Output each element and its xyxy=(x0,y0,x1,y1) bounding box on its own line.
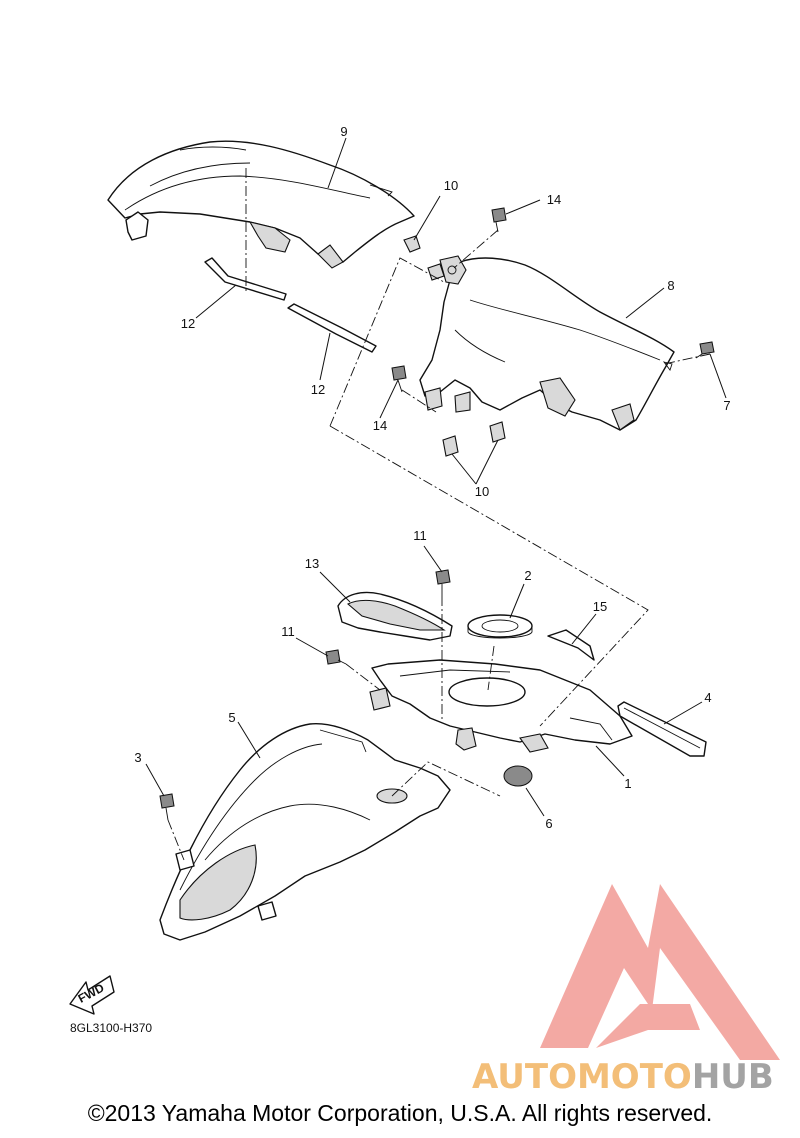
watermark-triangle-icon xyxy=(540,884,780,1060)
fasteners-upper xyxy=(391,207,715,457)
callout-8: 8 xyxy=(667,278,674,293)
callout-10: 10 xyxy=(475,484,489,499)
bolt-11-top xyxy=(435,569,451,596)
callout-9: 9 xyxy=(340,124,347,139)
assembly-lines xyxy=(167,168,711,861)
part-4-strip xyxy=(617,701,707,757)
part-8-side-cover xyxy=(419,255,675,431)
callout-15: 15 xyxy=(593,599,607,614)
callout-3: 3 xyxy=(134,750,141,765)
bolt-11-left xyxy=(325,649,347,665)
diagram-code: 8GL3100-H370 xyxy=(70,1021,152,1035)
callout-11: 11 xyxy=(281,624,295,639)
bolts-11 xyxy=(325,569,451,665)
watermark-text: AUTOMOTOHUB xyxy=(472,1057,774,1097)
part-15-seal xyxy=(547,629,595,661)
callout-labels: 9 10 14 8 7 12 12 14 10 11 13 2 15 11 5 … xyxy=(134,124,730,831)
part-5-front-cover xyxy=(159,723,451,941)
part-2-grommet xyxy=(467,614,533,639)
callout-1: 1 xyxy=(624,776,631,791)
callout-7: 7 xyxy=(723,398,730,413)
callout-12: 12 xyxy=(311,382,325,397)
clip-7 xyxy=(695,341,715,359)
part-6-cap xyxy=(503,765,533,787)
callout-11: 11 xyxy=(413,528,427,543)
callout-4: 4 xyxy=(704,690,711,705)
watermark-part2: HUB xyxy=(692,1057,774,1097)
part-1-inner-panel xyxy=(369,659,633,753)
watermark-part1: AUTOMOTO xyxy=(472,1057,692,1097)
callout-13: 13 xyxy=(305,556,319,571)
part-12-strips xyxy=(204,257,377,353)
callout-12: 12 xyxy=(181,316,195,331)
part-13-duct xyxy=(337,591,453,641)
fwd-arrow-icon: FWD xyxy=(69,975,115,1015)
callout-14: 14 xyxy=(373,418,387,433)
leader-lines xyxy=(145,137,727,817)
callout-10: 10 xyxy=(444,178,458,193)
part-9-side-cover xyxy=(107,140,415,269)
watermark-logo: AUTOMOTOHUB xyxy=(472,884,780,1097)
copyright-notice: ©2013 Yamaha Motor Corporation, U.S.A. A… xyxy=(87,1100,713,1126)
callout-14: 14 xyxy=(547,192,561,207)
callout-2: 2 xyxy=(524,568,531,583)
bolt-3 xyxy=(159,793,175,821)
bolt-14-top xyxy=(491,207,507,233)
callout-6: 6 xyxy=(545,816,552,831)
callout-5: 5 xyxy=(228,710,235,725)
bolt-14-left xyxy=(391,365,407,393)
